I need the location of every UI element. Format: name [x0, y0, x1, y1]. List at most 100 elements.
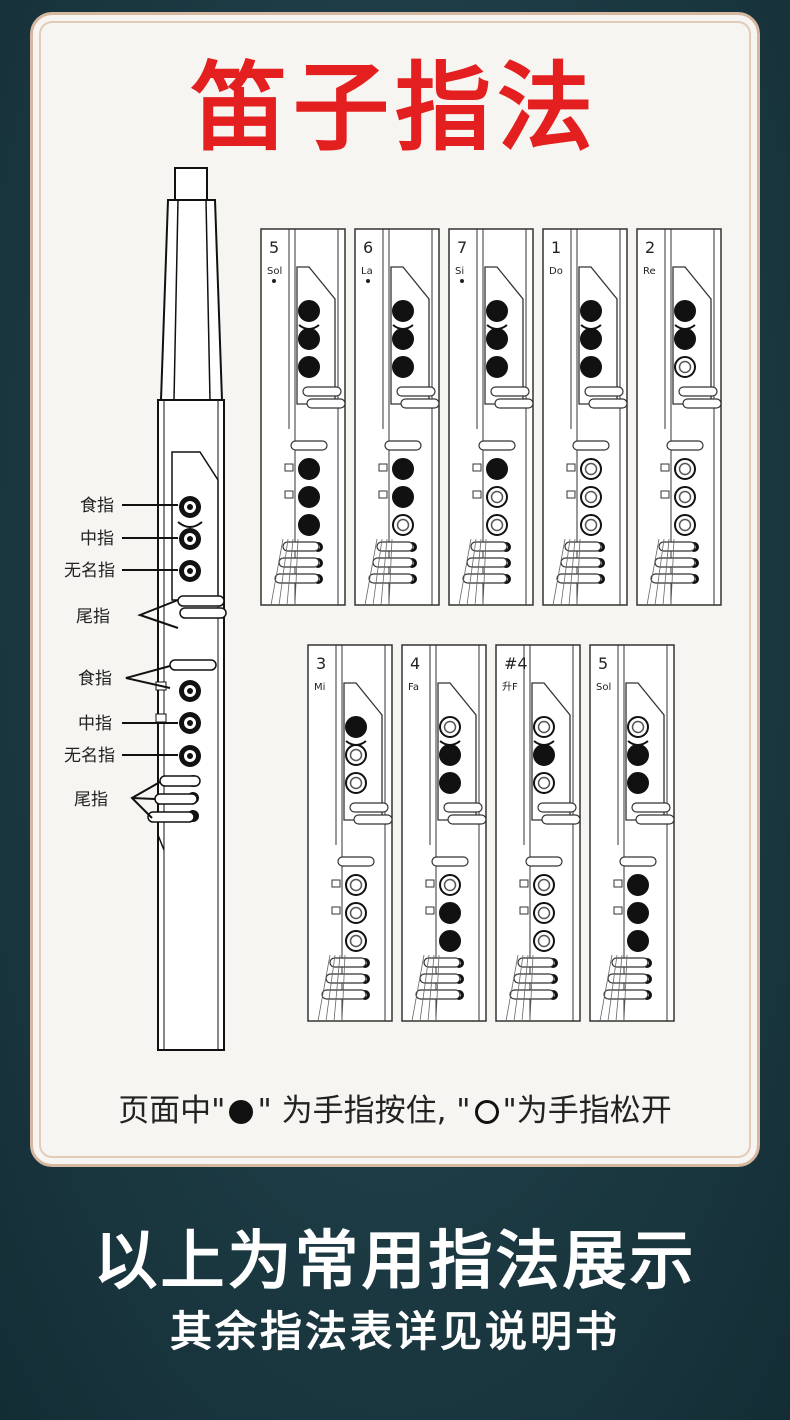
hole-open-inner [490, 490, 504, 504]
side-key [331, 906, 341, 915]
note-syllable: La [361, 266, 373, 277]
guide-line [294, 538, 299, 606]
guide-line [419, 954, 430, 1022]
guide-line [411, 954, 425, 1022]
note-syllable: Do [549, 266, 563, 277]
key-panel [672, 266, 712, 405]
guide-line [341, 954, 346, 1022]
hole-closed [486, 328, 508, 350]
key-bar [525, 856, 563, 867]
octave-dot [460, 279, 464, 283]
hole-closed [580, 328, 602, 350]
label-ring-lower: 无名指 [64, 746, 115, 766]
hole-open-inner [443, 720, 457, 734]
hole-open-inner [490, 518, 504, 532]
key-bar [353, 814, 393, 825]
pinky-lever [556, 573, 602, 584]
guide-line [427, 954, 435, 1022]
guide-line [552, 538, 566, 606]
caption-text-2: " 为手指按住, " [257, 1093, 471, 1129]
note-number: 1 [551, 238, 561, 257]
key-bar [588, 398, 628, 409]
guide-line [270, 538, 284, 606]
guide-line [662, 538, 670, 606]
hole-open-inner [537, 934, 551, 948]
hole-closed [345, 716, 367, 738]
caption-text-3: "为手指松开 [502, 1093, 672, 1129]
guide-line [458, 538, 472, 606]
side-key [660, 463, 670, 472]
hole-closed [533, 744, 555, 766]
label-pinky-upper: 尾指 [76, 607, 110, 627]
pinky-lever [509, 989, 555, 1000]
thumb-mark [674, 324, 696, 330]
side-key [613, 906, 623, 915]
side-key [472, 490, 482, 499]
hole-closed [439, 930, 461, 952]
guide-line [599, 954, 613, 1022]
legend-caption: 页面中" " 为手指按住, " "为手指松开 [0, 1085, 790, 1130]
note-number: 6 [363, 238, 373, 257]
key-bar [682, 398, 722, 409]
key-bar [635, 814, 675, 825]
note-syllable: Fa [408, 682, 419, 693]
pinky-lever [321, 989, 367, 1000]
hole-closed [674, 328, 696, 350]
fingering-card: 2Re [636, 228, 722, 606]
note-number: 5 [598, 654, 608, 673]
label-middle-upper: 中指 [80, 529, 114, 549]
guide-line [576, 538, 581, 606]
label-ring-upper: 无名指 [64, 561, 115, 581]
thumb-mark [627, 740, 649, 746]
key-bar [400, 398, 440, 409]
fingering-card: #4升F [495, 644, 581, 1022]
pinky-lever [282, 541, 320, 552]
hole-closed [298, 514, 320, 536]
hole-closed [298, 458, 320, 480]
guide-line [278, 538, 289, 606]
pinky-lever [329, 957, 367, 968]
hole-closed [298, 328, 320, 350]
key-bar [302, 386, 342, 397]
note-number: 4 [410, 654, 420, 673]
pinky-lever [603, 989, 649, 1000]
caption-text-1: 页面中" [118, 1093, 226, 1129]
hole-closed [392, 458, 414, 480]
key-bar [631, 802, 671, 813]
pinky-lever [462, 573, 508, 584]
side-key [566, 490, 576, 499]
note-syllable: Mi [314, 682, 325, 693]
octave-dot [272, 279, 276, 283]
side-key [472, 463, 482, 472]
hole-open-inner [584, 518, 598, 532]
hole-open-inner [537, 720, 551, 734]
hole-closed [439, 744, 461, 766]
thumb-mark [392, 324, 414, 330]
label-middle-lower: 中指 [78, 714, 112, 734]
key-bar [537, 802, 577, 813]
key-bar [431, 856, 469, 867]
side-key [425, 879, 435, 888]
guide-line [466, 538, 477, 606]
flute-diagram: 食指 中指 无名指 尾指 食指 中指 无名指 尾指 [64, 167, 227, 1051]
hole-open-inner [631, 720, 645, 734]
thumb-mark [298, 324, 320, 330]
note-syllable: Sol [596, 682, 611, 693]
side-key [566, 463, 576, 472]
fingering-card: 1Do [542, 228, 628, 606]
note-number: 2 [645, 238, 655, 257]
hole-open-inner [678, 462, 692, 476]
pinky-lever [517, 957, 555, 968]
hole-open-inner [349, 906, 363, 920]
key-bar [290, 440, 328, 451]
hole-closed [627, 772, 649, 794]
side-key [331, 879, 341, 888]
key-bar [584, 386, 624, 397]
hole-open-inner [349, 878, 363, 892]
hole-closed [674, 300, 696, 322]
key-panel [390, 266, 430, 405]
guide-line [568, 538, 576, 606]
page-title: 笛子指法 [191, 52, 599, 164]
